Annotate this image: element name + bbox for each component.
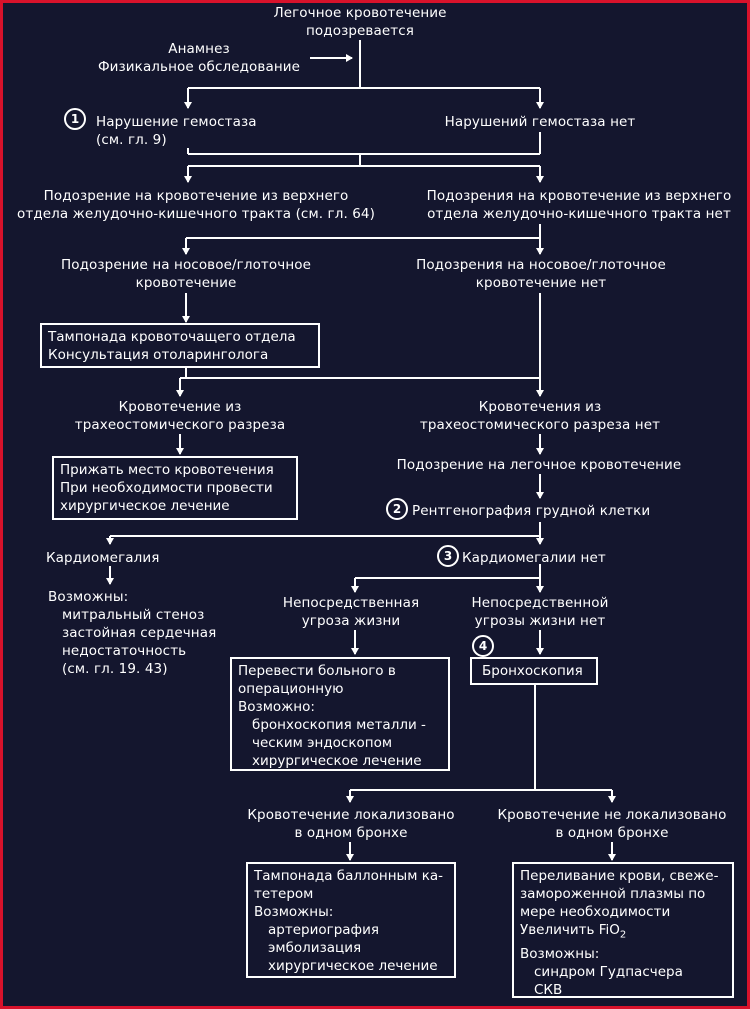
threat-no: Непосредственной угрозы жизни нет <box>450 594 630 630</box>
nasal-box-line-1: Тампонада кровоточащего отдела <box>48 329 296 345</box>
gi-no-line-2: отдела желудочно-кишечного тракта нет <box>427 206 731 222</box>
threat-yes: Непосредственная угроза жизни <box>256 594 446 630</box>
localized-action-box: Тампонада баллонным ка- тетером Возможны… <box>246 862 456 978</box>
tracheo-yes-line-1: Кровотечение из <box>118 399 242 415</box>
hemostasis-no: Нарушений гемостаза нет <box>444 114 636 130</box>
start-line-1: Легочное кровотечение <box>273 5 447 21</box>
step-marker-4: 4 <box>472 635 494 657</box>
hemostasis-yes: Нарушение гемостаза (см. гл. 9) <box>96 113 257 149</box>
nasal-yes-line-2: кровотечение <box>135 275 237 291</box>
box-left-line-4: артериография <box>268 922 379 938</box>
nasal-yes-line-1: Подозрение на носовое/глоточное <box>60 257 312 273</box>
threat-box-line-1: Перевести больного в <box>238 663 396 679</box>
cardio-no: Кардиомегалии нет <box>462 550 606 566</box>
localized-yes-line-2: в одном бронхе <box>294 825 408 841</box>
box-right-line-1: Переливание крови, свеже- <box>520 868 719 884</box>
threat-no-line-2: угрозы жизни нет <box>474 613 606 629</box>
box-right-line-7: СКВ <box>534 981 563 998</box>
threat-yes-line-2: угроза жизни <box>301 613 401 629</box>
not-localized-action-box: Переливание крови, свеже- замороженной п… <box>512 862 734 998</box>
tracheo-box-line-2: При необходимости провести <box>60 480 273 496</box>
tracheo-no-line-1: Кровотечения из <box>478 399 602 415</box>
threat-box-line-6: хирургическое лечение <box>252 753 422 769</box>
cardio-item-3: недостаточность <box>62 643 187 659</box>
hemostasis-yes-line-2: (см. гл. 9) <box>96 132 167 148</box>
localized-no-line-1: Кровотечение не локализовано <box>497 807 727 823</box>
step-marker-1: 1 <box>64 108 86 130</box>
cardio-yes: Кардиомегалия <box>46 550 160 566</box>
threat-box-line-5: ческим эндоскопом <box>252 735 393 751</box>
bronchoscopy-box: Бронхоскопия <box>470 657 598 685</box>
xray-step: Рентгенография грудной клетки <box>412 503 651 519</box>
cardio-possible-list: Возможны: митральный стеноз застойная се… <box>48 588 216 678</box>
nasal-action-box: Тампонада кровоточащего отдела Консульта… <box>40 323 320 368</box>
localized-no-line-2: в одном бронхе <box>555 825 669 841</box>
anamnesis-note: Анамнез Физикальное обследование <box>84 40 314 76</box>
nasal-no-line-1: Подозрения на носовое/глоточное <box>416 257 666 273</box>
cardio-item-2: застойная сердечная <box>62 625 217 641</box>
threat-no-line-1: Непосредственной <box>471 595 609 611</box>
box-left-line-6: хирургическое лечение <box>268 958 438 974</box>
nasal-suspect-no: Подозрения на носовое/глоточное кровотеч… <box>396 256 686 292</box>
box-left-line-1: Тампонада баллонным ка- <box>254 868 443 884</box>
localized-yes-line-1: Кровотечение локализовано <box>247 807 455 823</box>
fio2-subscript: 2 <box>619 929 627 941</box>
start-line-2: подозревается <box>306 23 414 39</box>
threat-yes-line-1: Непосредственная <box>282 595 420 611</box>
threat-box-line-3: Возможно: <box>238 699 315 715</box>
cardio-ref: (см. гл. 19. 43) <box>62 661 168 677</box>
tracheo-box-line-3: хирургическое лечение <box>60 498 230 514</box>
tracheo-action-box: Прижать место кровотечения При необходим… <box>52 456 298 520</box>
gi-yes-line-1: Подозрение на кровотечение из верхнего <box>43 188 349 204</box>
hemostasis-yes-line-1: Нарушение гемостаза <box>96 114 257 130</box>
localized-no: Кровотечение не локализовано в одном бро… <box>492 806 732 842</box>
anamnesis-line-1: Анамнез <box>168 41 230 57</box>
pulmonary-suspect: Подозрение на легочное кровотечение <box>396 457 682 473</box>
box-right-line-4: Увеличить FiO2 <box>520 921 726 945</box>
box-right-line-2: замороженной плазмы по <box>520 886 706 902</box>
nasal-box-line-2: Консультация отоларинголога <box>48 347 269 363</box>
threat-action-box: Перевести больного в операционную Возмож… <box>230 657 450 771</box>
anamnesis-line-2: Физикальное обследование <box>97 59 301 75</box>
step-marker-3: 3 <box>437 545 459 567</box>
gi-no-line-1: Подозрения на кровотечение из верхнего <box>426 188 732 204</box>
box-left-line-3: Возможны: <box>254 904 334 920</box>
threat-box-line-2: операционную <box>238 681 344 697</box>
box-left-line-5: эмболизация <box>268 940 362 956</box>
box-left-line-2: тетером <box>254 886 314 902</box>
threat-box-line-4: бронхоскопия металли - <box>252 717 426 733</box>
tracheo-yes-line-2: трахеостомического разреза <box>74 417 286 433</box>
gi-suspect-yes: Подозрение на кровотечение из верхнего о… <box>6 187 386 223</box>
start-node: Легочное кровотечение подозревается <box>250 4 470 40</box>
tracheo-box-line-1: Прижать место кровотечения <box>60 462 274 478</box>
gi-yes-line-2: отдела желудочно-кишечного тракта (см. г… <box>17 206 375 222</box>
fio2-label: Увеличить FiO <box>520 922 620 938</box>
localized-yes: Кровотечение локализовано в одном бронхе <box>226 806 476 842</box>
gi-suspect-no: Подозрения на кровотечение из верхнего о… <box>414 187 744 223</box>
nasal-no-line-2: кровотечение нет <box>475 275 607 291</box>
box-right-line-5: Возможны: <box>520 945 600 962</box>
nasal-suspect-yes: Подозрение на носовое/глоточное кровотеч… <box>36 256 336 292</box>
box-right-line-6: синдром Гудпасчера <box>534 963 683 980</box>
cardio-item-1: митральный стеноз <box>62 607 205 623</box>
tracheo-no-line-2: трахеостомического разреза нет <box>419 417 661 433</box>
step-marker-2: 2 <box>386 498 408 520</box>
cardio-possible: Возможны: <box>48 589 129 605</box>
tracheo-yes: Кровотечение из трахеостомического разре… <box>60 398 300 434</box>
box-right-line-3: мере необходимости <box>520 904 671 920</box>
tracheo-no: Кровотечения из трахеостомического разре… <box>400 398 680 434</box>
